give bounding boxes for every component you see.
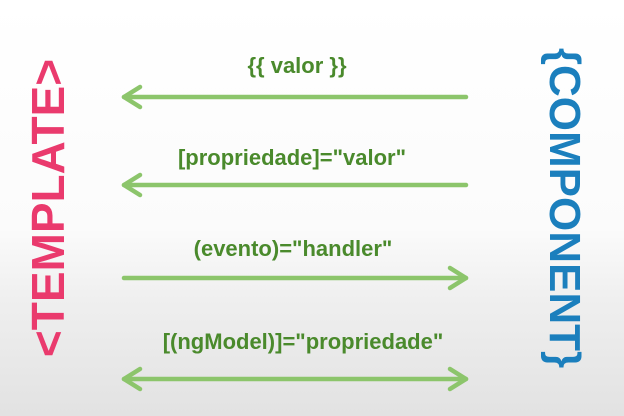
property-binding-arrow bbox=[121, 172, 469, 198]
two-way-binding-arrow bbox=[121, 366, 469, 392]
two-way-binding-label: [(ngModel)]="propriedade" bbox=[162, 329, 444, 354]
property-binding-label: [propriedade]="valor" bbox=[177, 145, 407, 170]
interpolation-arrow bbox=[121, 84, 469, 110]
interpolation-label: {{ valor }} bbox=[247, 53, 347, 78]
event-binding-arrow bbox=[121, 265, 469, 291]
event-binding-label: (evento)="handler" bbox=[193, 236, 393, 261]
